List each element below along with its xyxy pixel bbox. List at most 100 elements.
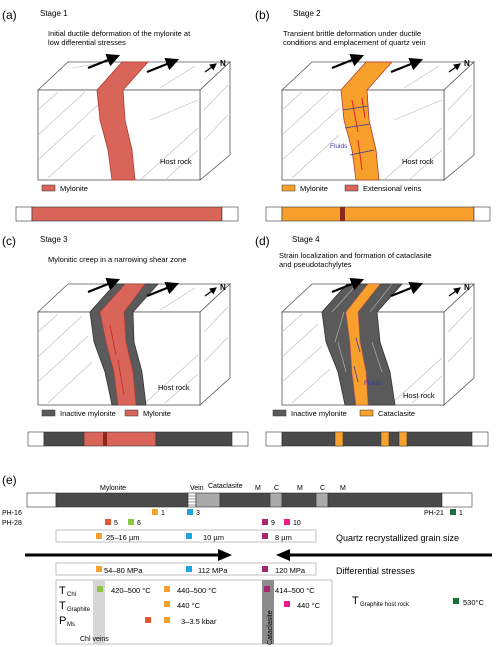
panel-d-caption-2: and pseudotachylytes	[279, 260, 352, 269]
grain-size-marker-purple	[262, 533, 268, 539]
zone-label-mylonite: Mylonite	[100, 485, 126, 492]
t-graphite-sub: Graphite	[67, 607, 91, 613]
bar-c2	[315, 492, 329, 508]
host-rock-label: Host rock	[160, 157, 192, 166]
cataclasite-graphite-value: 440 °C	[297, 601, 321, 610]
panel-a-stage: Stage 1	[40, 9, 68, 18]
panel-b-stage: Stage 2	[293, 9, 321, 18]
north-arrow	[448, 287, 461, 297]
thermo-marker-orange-2	[164, 601, 170, 607]
marker-ph21-1-label: 1	[459, 510, 463, 517]
marker-3-label: 3	[196, 510, 200, 517]
inactive-mylonite-zone	[321, 283, 403, 406]
stress-arrow-left-head	[218, 549, 232, 561]
thermo-marker-orange-3	[164, 617, 170, 623]
cataclasite-zone	[345, 283, 381, 406]
stress-marker-blue	[186, 566, 192, 572]
foliation-lines	[281, 306, 473, 404]
inactive-mylonite-outline	[331, 283, 393, 373]
stress-value-1: 54–80 MPa	[104, 566, 143, 575]
bar-mylonite	[55, 492, 189, 508]
zone-label-m2: M	[297, 485, 303, 492]
zone-label-c1: C	[274, 485, 279, 492]
grain-size-value-3: 8 µm	[275, 533, 292, 542]
bar-host-right	[231, 431, 249, 447]
legend-swatch-mylonite	[281, 184, 296, 192]
fluids-label: Fluids	[330, 143, 348, 150]
fluid-arrows	[353, 337, 361, 383]
marker-ph21-1	[450, 509, 456, 515]
zone-label-m1: M	[255, 485, 261, 492]
fluids-label: Fluids	[364, 380, 382, 387]
shear-arrow-left	[87, 53, 121, 70]
marker-9-label: 9	[271, 520, 275, 527]
foliation-lines	[281, 65, 473, 181]
legend-swatch-veins	[344, 184, 359, 192]
marker-1-label: 1	[161, 510, 165, 517]
bar-m1	[219, 492, 271, 508]
stress-title: Differential stresses	[336, 566, 415, 576]
shear-arrow-left	[331, 53, 365, 70]
marker-6	[128, 519, 134, 525]
bar-m3	[327, 492, 443, 508]
t-host-sub: Graphite host rock	[360, 602, 410, 608]
bar-vein	[340, 207, 345, 221]
fluid-arrows	[342, 105, 375, 156]
north-label: N	[464, 283, 470, 292]
t-graphite-symbol: T	[59, 600, 66, 612]
legend-swatch-inactive	[272, 409, 287, 417]
bar-inactive-left	[43, 431, 85, 447]
sample-ph21: PH-21	[424, 510, 444, 517]
grain-size-title: Quartz recrystallized grain size	[336, 533, 459, 543]
zone-label-m3: M	[340, 485, 346, 492]
panel-e-letter: (e)	[2, 473, 17, 487]
panel-b: (b) Stage 2 Transient brittle deformatio…	[255, 8, 491, 222]
marker-9	[262, 519, 268, 525]
legend-label-cataclasite: Cataclasite	[378, 409, 415, 418]
chl-veins-label: Chl veins	[80, 636, 109, 643]
panel-e: (e) Mylonite Vein Cataclasite M C M C M …	[2, 473, 492, 645]
bar-vein-hatch	[188, 495, 196, 506]
mylonite-zone	[340, 61, 393, 181]
marker-1	[152, 509, 158, 515]
bar-host-right	[221, 206, 239, 222]
shear-arrow-right	[390, 281, 424, 298]
legend-label-mylonite: Mylonite	[143, 409, 171, 418]
bar-mylonite	[83, 431, 157, 447]
bar-host-left	[15, 206, 33, 222]
bar-cataclasite-3	[398, 431, 408, 447]
panel-b-letter: (b)	[255, 8, 270, 22]
grain-size-value-1: 25–16 µm	[106, 533, 140, 542]
panel-c: (c) Stage 3 Mylonitic creep in a narrowi…	[2, 234, 249, 447]
t-host-symbol: T	[352, 595, 359, 607]
stress-marker-orange	[96, 566, 102, 572]
legend-label-mylonite: Mylonite	[300, 184, 328, 193]
shear-arrow-right	[146, 57, 180, 74]
host-temp-value: 530°C	[463, 598, 485, 607]
bar-host-right	[473, 206, 491, 222]
host-rock-label: Host rock	[403, 391, 435, 400]
host-rock-label: Host rock	[158, 383, 190, 392]
thermo-marker-red	[145, 617, 151, 623]
bar-host-left	[27, 431, 45, 447]
thermo-marker-green	[97, 586, 103, 592]
bar-mylonite	[281, 206, 475, 222]
panel-c-letter: (c)	[2, 234, 16, 248]
legend-label-veins: Extensional veins	[363, 184, 422, 193]
bar-mylonite	[31, 206, 223, 222]
bar-host-left	[265, 431, 283, 447]
bar-host-right	[441, 492, 473, 508]
cataclasite-t-value: 414–500 °C	[275, 586, 315, 595]
chl-veins-column	[93, 580, 105, 644]
shear-arrow-right	[390, 57, 424, 74]
grain-size-marker-blue	[186, 533, 192, 539]
thermo-marker-pink	[284, 601, 290, 607]
panel-c-caption-1: Mylonitic creep in a narrowing shear zon…	[48, 255, 186, 264]
mylonite-t-value: 440–500 °C	[177, 586, 217, 595]
bar-vein	[103, 432, 107, 446]
stress-arrow-right-head	[276, 549, 290, 561]
stress-value-2: 112 MPa	[198, 566, 228, 575]
zone-label-vein: Vein	[190, 485, 204, 492]
bar-inactive-right	[155, 431, 233, 447]
